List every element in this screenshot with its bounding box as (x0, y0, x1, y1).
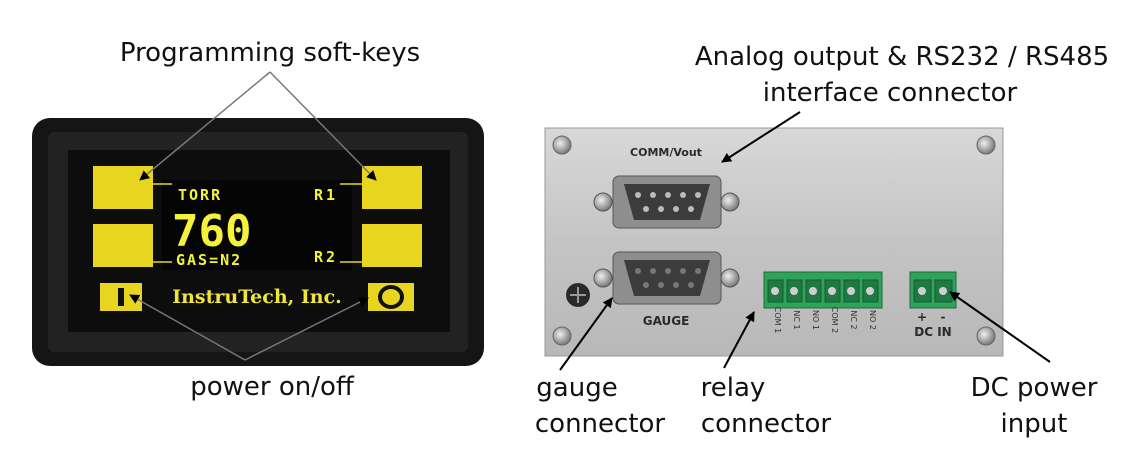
callout-softkeys: Programming soft-keys (120, 38, 420, 68)
softkey-top-right[interactable] (362, 166, 422, 209)
callout-power: power on/off (190, 372, 355, 402)
power-on-icon (118, 288, 124, 306)
lcd-relay2: R2 (314, 248, 338, 266)
lcd-gas: GAS=N2 (176, 251, 242, 269)
rear-panel: COMM/Vout GAUGE (544, 127, 1004, 357)
callout-relay-line2: connector (701, 409, 832, 439)
comm-connector (593, 175, 740, 229)
back-plate (544, 127, 1004, 357)
callout-analog-line1: Analog output & RS232 / RS485 (695, 42, 1109, 72)
dc-plus-label: + (917, 310, 927, 324)
dc-in-label: DC IN (914, 325, 951, 339)
power-off-icon (378, 285, 404, 309)
dc-terminal-block (909, 271, 957, 309)
callout-relay-line1: relay (701, 373, 766, 403)
lcd-unit: TORR (178, 186, 222, 204)
softkey-bottom-left[interactable] (93, 224, 153, 267)
gauge-connector (593, 251, 740, 305)
relay-pin-label: COM 2 (830, 307, 839, 333)
dc-minus-label: - (941, 310, 946, 324)
relay-pin-label: NC 1 (792, 310, 801, 329)
callout-gauge-line1: gauge (536, 373, 617, 403)
softkey-top-left[interactable] (93, 166, 153, 209)
callout-dc-line1: DC power (971, 373, 1098, 403)
lcd-reading: 760 (172, 206, 251, 257)
callout-gauge-line2: connector (535, 409, 666, 439)
relay-pin-label: NO 2 (868, 310, 877, 330)
brand-label: InstruTech, Inc. (172, 286, 342, 308)
relay-pin-label: NO 1 (811, 310, 820, 330)
lcd-screen (162, 180, 352, 270)
relay-pin-label: COM 1 (773, 307, 782, 333)
callout-dc-line2: input (1001, 409, 1068, 439)
screw-icon (552, 135, 996, 346)
softkey-bottom-right[interactable] (362, 224, 422, 267)
comm-label: COMM/Vout (630, 146, 702, 159)
gauge-label: GAUGE (643, 314, 690, 328)
lcd-relay1: R1 (314, 186, 338, 204)
callout-analog-line2: interface connector (763, 78, 1018, 108)
relay-pin-label: NC 2 (849, 310, 858, 329)
front-panel: TORR 760 GAS=N2 R1 R2 InstruTech, Inc. (32, 118, 484, 366)
ground-icon (566, 283, 590, 307)
relay-terminal-block (763, 271, 883, 309)
